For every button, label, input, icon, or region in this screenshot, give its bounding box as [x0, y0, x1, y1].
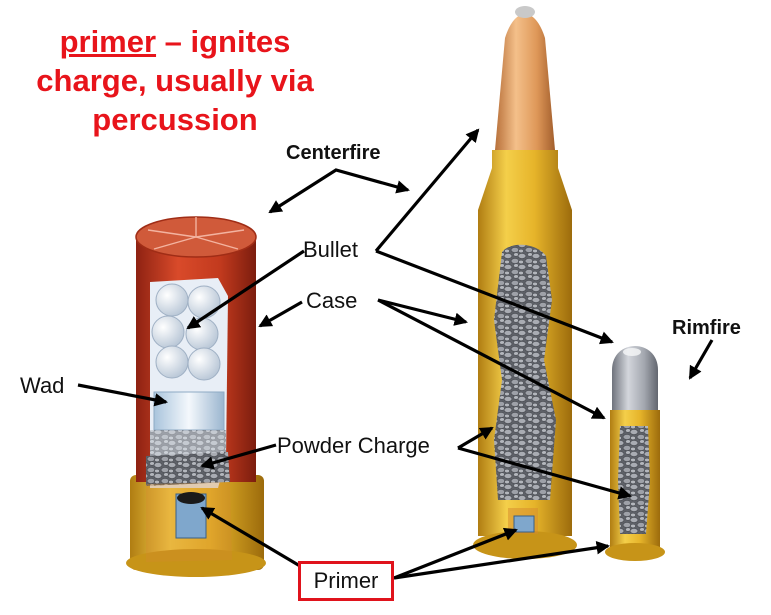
rifle-powder	[494, 244, 556, 500]
case-arrow-rimfire	[377, 298, 606, 420]
label-rimfire: Rimfire	[672, 317, 741, 339]
label-primer: Primer	[313, 568, 379, 593]
primer-label-box: Primer	[298, 561, 394, 601]
bullet-arrow-rimfire	[375, 249, 614, 345]
wad-arrow	[77, 383, 168, 407]
rimfire-bullet	[612, 346, 658, 412]
primer-caption: primer – ignites charge, usually via per…	[20, 22, 330, 139]
caption-line-1-rest: – ignites	[156, 24, 291, 59]
label-centerfire: Centerfire	[286, 142, 381, 164]
bullet-arrow-centerfire	[374, 128, 480, 253]
powder-arrow-centerfire	[457, 426, 494, 450]
powder-arrow-shotshell	[200, 443, 277, 470]
primer-arrow-centerfire	[393, 527, 518, 580]
rimfire-powder	[618, 426, 650, 534]
label-case: Case	[306, 288, 358, 313]
rimfire-cartridge	[605, 346, 665, 561]
shotshell-rim	[126, 549, 266, 577]
centerfire-cartridge	[473, 6, 577, 559]
primer-arrow-rimfire	[393, 541, 610, 580]
powder-arrow-rimfire	[457, 446, 632, 500]
callout-arrows	[77, 128, 714, 580]
rimfire-arrow	[688, 339, 714, 380]
rifle-primer	[513, 515, 535, 533]
rifle-bullet-tip	[515, 6, 535, 18]
crimp-folds	[147, 217, 245, 250]
caption-line-2: charge, usually via	[36, 63, 314, 98]
shot-pellets	[151, 283, 221, 381]
shotshell-wad	[153, 391, 225, 431]
shotshell-primer-cap	[177, 492, 205, 504]
label-wad: Wad	[20, 373, 65, 398]
rimfire-rim	[605, 543, 665, 561]
caption-line-1: primer – ignites	[20, 22, 330, 61]
caption-line-3: percussion	[92, 102, 258, 137]
case-arrow-centerfire	[377, 298, 468, 326]
shotshell-powder	[146, 452, 230, 486]
centerfire-arrow	[268, 168, 410, 214]
wad-filler	[150, 430, 226, 456]
rifle-case-rim	[473, 531, 577, 559]
label-bullet: Bullet	[303, 237, 359, 262]
label-powder-charge: Powder Charge	[277, 433, 430, 458]
bullet-arrow-shotshell	[186, 249, 305, 330]
primer-arrow-shotshell	[200, 506, 301, 568]
case-arrow-shotshell	[258, 300, 303, 328]
rifle-bullet	[495, 14, 555, 150]
caption-term: primer	[59, 24, 157, 59]
